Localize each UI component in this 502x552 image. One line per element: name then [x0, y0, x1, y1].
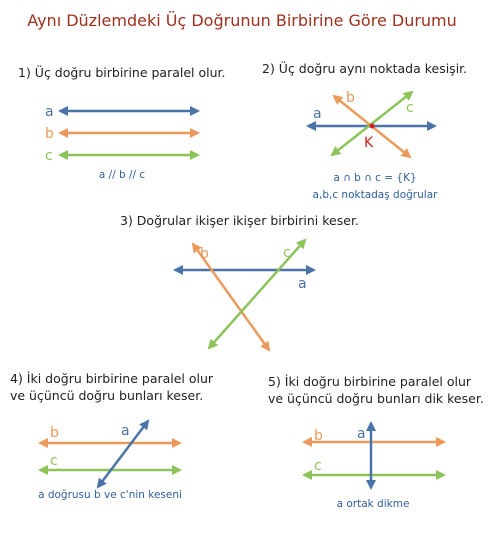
label-c: c [406, 100, 414, 116]
section-5-perpendicular: 5) İki doğru birbirine paralel olur ve ü… [268, 374, 484, 510]
point-k-label: K [364, 135, 374, 151]
label-b: b [50, 425, 59, 441]
label-b: b [45, 126, 54, 142]
point-k-dot [369, 123, 375, 129]
section-1-parallel: 1) Üç doğru birbirine paralel olur. a b … [18, 64, 226, 181]
label-a: a [357, 426, 366, 442]
label-c: c [283, 245, 291, 261]
label-b: b [314, 428, 323, 444]
section-4-caption: a doğrusu b ve c'nin keseni [38, 489, 182, 501]
section-2-heading: 2) Üç doğru aynı noktada kesişir. [262, 60, 467, 76]
line-a [96, 419, 150, 489]
page-title: Aynı Düzlemdeki Üç Doğrunun Birbirine Gö… [27, 11, 457, 30]
section-4-heading-line-1: 4) İki doğru birbirine paralel olur [10, 371, 214, 386]
section-1-heading: 1) Üç doğru birbirine paralel olur. [18, 64, 226, 80]
label-c: c [314, 458, 322, 474]
section-2-caption-2: a,b,c noktadaş doğrular [313, 189, 439, 201]
section-5-heading-line-1: 5) İki doğru birbirine paralel olur [268, 374, 472, 389]
section-5-heading-line-2: ve üçüncü doğru bunları dik keser. [268, 391, 484, 406]
label-c: c [50, 453, 58, 469]
section-2-concurrent: 2) Üç doğru aynı noktada kesişir. a b c … [262, 60, 467, 201]
line-c [207, 238, 307, 350]
section-4-transversal: 4) İki doğru birbirine paralel olur ve ü… [10, 371, 214, 501]
label-a: a [298, 276, 307, 292]
label-b: b [200, 246, 209, 262]
section-2-caption-1: a ∩ b ∩ c = {K} [333, 172, 416, 184]
label-b: b [346, 90, 355, 106]
label-a: a [45, 104, 54, 120]
section-5-caption: a ortak dikme [337, 498, 410, 510]
section-3-heading: 3) Doğrular ikişer ikişer birbirini kese… [120, 213, 359, 228]
section-3-pairwise: 3) Doğrular ikişer ikişer birbirini kese… [120, 213, 359, 352]
label-c: c [45, 148, 53, 164]
section-4-heading-line-2: ve üçüncü doğru bunları keser. [10, 388, 203, 403]
label-a: a [313, 106, 322, 122]
label-a: a [121, 423, 130, 439]
section-1-caption: a // b // c [99, 169, 146, 181]
